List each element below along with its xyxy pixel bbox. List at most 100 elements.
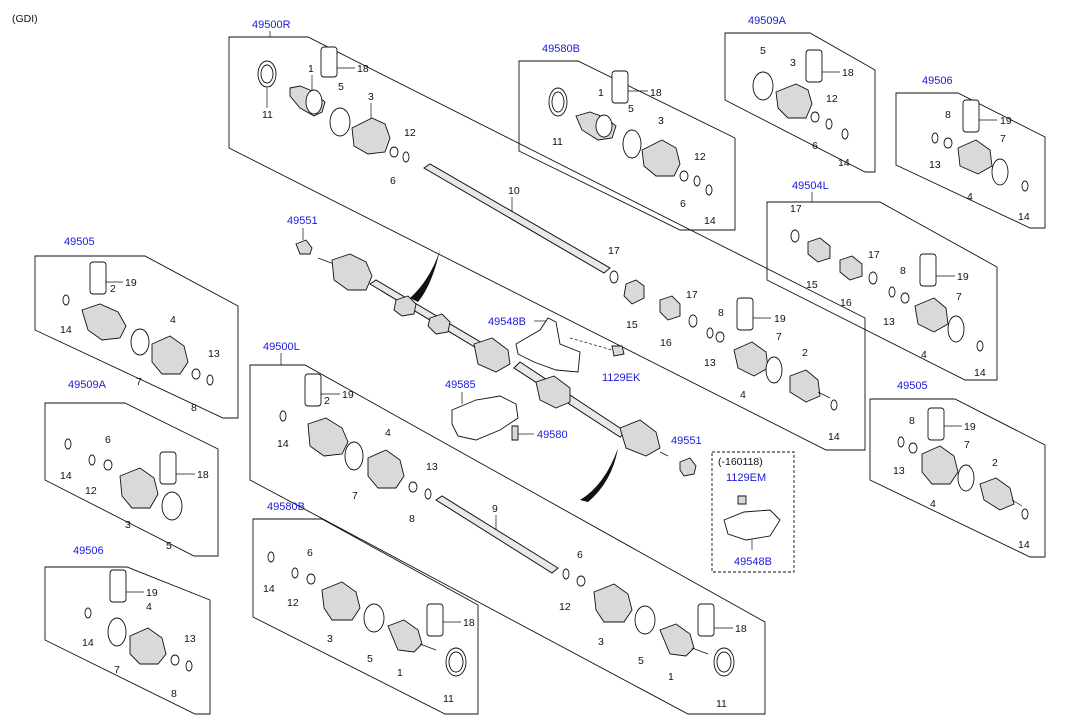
clamp-12d <box>88 454 96 466</box>
bracket-49548B-small <box>723 509 781 541</box>
circlip-14b <box>705 184 713 196</box>
svg-text:7: 7 <box>956 291 962 303</box>
svg-text:12: 12 <box>287 597 299 609</box>
svg-text:14: 14 <box>828 431 840 443</box>
svg-text:19: 19 <box>342 389 354 401</box>
clamp-8g <box>908 442 918 454</box>
ref-49580[interactable]: 49580 <box>537 429 568 441</box>
frame-49506-left <box>44 566 211 715</box>
group-label-49500R[interactable]: 49500R <box>252 19 291 31</box>
circlip-14a <box>830 399 838 411</box>
clamp-12f <box>291 567 299 579</box>
clamp-6b <box>679 170 689 182</box>
svg-text:11: 11 <box>552 136 563 148</box>
group-label-49509A-left[interactable]: 49509A <box>68 379 107 391</box>
svg-text:4: 4 <box>385 427 391 439</box>
svg-text:1: 1 <box>308 63 314 75</box>
clamp-8c <box>900 292 910 304</box>
circlip-14h <box>84 607 92 619</box>
svg-text:14: 14 <box>277 438 289 450</box>
center-shaft-assembly: 49551 49551 <box>287 215 702 502</box>
svg-text:5: 5 <box>166 540 172 552</box>
svg-text:11: 11 <box>443 693 454 705</box>
clamp-12 <box>402 151 410 163</box>
svg-text:7: 7 <box>964 439 970 451</box>
ref-49551-a[interactable]: 49551 <box>287 215 318 227</box>
frame-49509A-left <box>44 402 219 557</box>
svg-text:10: 10 <box>508 185 520 197</box>
boot-3c <box>775 83 813 119</box>
boot-3d <box>119 467 159 509</box>
clamp-7a <box>765 356 783 384</box>
group-label-49506-left[interactable]: 49506 <box>73 545 104 557</box>
clamp-13b <box>931 132 939 144</box>
bracket-49585: 49585 49580 <box>445 379 568 441</box>
bracket-49548B: 49548B 1129EK <box>488 316 641 384</box>
group-label-49509A-top[interactable]: 49509A <box>748 15 787 27</box>
grease-kit-18 <box>320 46 338 78</box>
svg-text:13: 13 <box>929 159 941 171</box>
svg-text:13: 13 <box>426 461 438 473</box>
group-label-49580B-bottom[interactable]: 49580B <box>267 501 305 513</box>
svg-text:18: 18 <box>357 63 369 75</box>
svg-text:7: 7 <box>352 490 358 502</box>
group-49500L: 49500L 19 14 2 7 4 8 13 9 12 6 3 5 1 18 <box>249 341 766 715</box>
ref-49548B-b[interactable]: 49548B <box>734 556 772 568</box>
variant-label: (GDI) <box>12 13 38 25</box>
inner-joint-2a <box>789 369 821 403</box>
group-label-49506-top[interactable]: 49506 <box>922 75 953 87</box>
svg-text:12: 12 <box>404 127 416 139</box>
clamp-17b <box>688 314 698 328</box>
svg-text:17: 17 <box>868 249 880 261</box>
clamp-7d <box>130 328 150 356</box>
svg-text:5: 5 <box>628 103 634 115</box>
group-label-49580B-top[interactable]: 49580B <box>542 43 580 55</box>
clamp-17a <box>609 270 619 284</box>
svg-text:17: 17 <box>790 203 802 215</box>
damper-center-a <box>393 295 417 317</box>
clamp-13e <box>185 660 193 672</box>
hub-nut-49551-a <box>295 239 313 255</box>
clamp-17c <box>790 229 800 243</box>
grease-kit-18e <box>697 603 715 637</box>
clamp-8e <box>170 654 180 666</box>
group-label-49500L[interactable]: 49500L <box>263 341 300 353</box>
group-49580B-top: 49580B 11 1 18 5 3 12 6 14 <box>518 43 736 231</box>
clamp-8a <box>715 331 725 343</box>
group-label-49505-left[interactable]: 49505 <box>64 236 95 248</box>
bracket-49585-plate <box>451 395 519 441</box>
svg-text:9: 9 <box>492 503 498 515</box>
outer-joint-1c <box>659 623 695 657</box>
group-label-49504L[interactable]: 49504L <box>792 180 829 192</box>
ref-1129EK[interactable]: 1129EK <box>602 372 641 384</box>
svg-text:14: 14 <box>1018 211 1030 223</box>
damper-16b <box>839 255 863 281</box>
svg-text:6: 6 <box>105 434 111 446</box>
ref-49551-b[interactable]: 49551 <box>671 435 702 447</box>
svg-text:16: 16 <box>840 297 852 309</box>
svg-text:14: 14 <box>974 367 986 379</box>
svg-text:5: 5 <box>638 655 644 667</box>
svg-text:19: 19 <box>125 277 137 289</box>
ref-49585[interactable]: 49585 <box>445 379 476 391</box>
svg-text:7: 7 <box>776 331 782 343</box>
svg-text:3: 3 <box>368 91 374 103</box>
frame-49580B-top <box>518 60 736 231</box>
inner-joint-2d <box>979 477 1015 511</box>
ref-1129EM[interactable]: 1129EM <box>726 472 766 484</box>
grease-kit-18c <box>805 49 823 83</box>
svg-text:3: 3 <box>327 633 333 645</box>
group-49509A-left: 49509A 14 12 6 3 18 5 <box>44 379 219 557</box>
clamp-6d <box>103 459 113 471</box>
circlip-14d <box>1021 180 1029 192</box>
group-49580B-bottom: 49580B 14 12 6 3 5 1 18 11 <box>252 501 479 715</box>
svg-text:18: 18 <box>842 67 854 79</box>
group-label-49505-right[interactable]: 49505 <box>897 380 928 392</box>
ref-49548B[interactable]: 49548B <box>488 316 526 328</box>
inner-cv-boot-left <box>535 375 571 409</box>
svg-text:7: 7 <box>136 376 142 388</box>
variant-box-160118: (-160118) 1129EM 49548B <box>711 451 795 573</box>
svg-text:14: 14 <box>838 157 850 169</box>
frame-49580B-bottom <box>252 518 479 715</box>
clamp-5f <box>363 603 385 633</box>
